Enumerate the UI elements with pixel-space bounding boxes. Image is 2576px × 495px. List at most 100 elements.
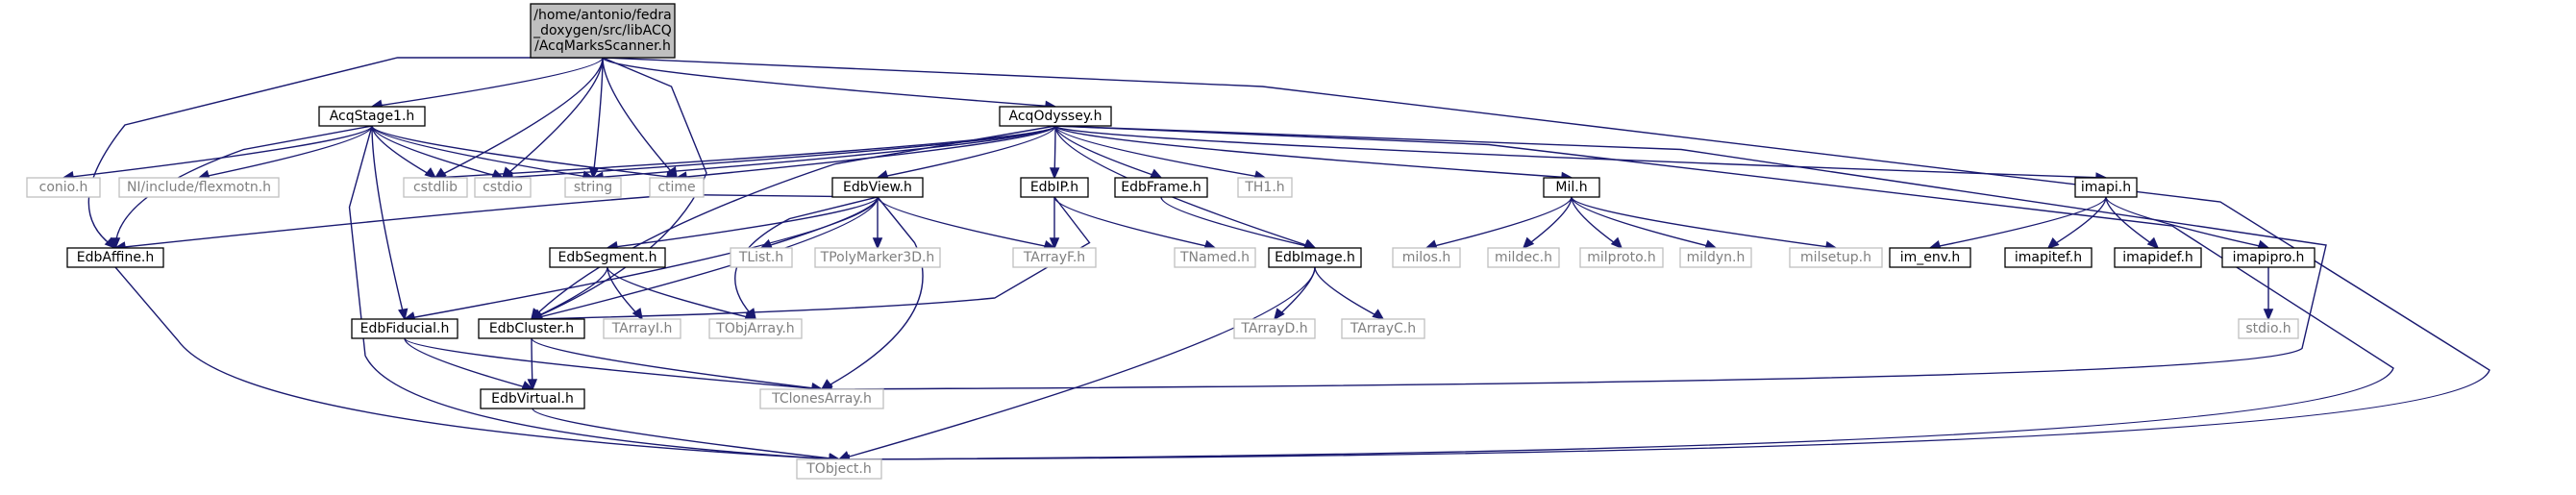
node-edbfiducial[interactable]: EdbFiducial.h bbox=[351, 318, 458, 339]
node-tlist: TList.h bbox=[730, 247, 793, 268]
node-box bbox=[708, 318, 803, 339]
node-label: /home/antonio/fedra bbox=[533, 8, 671, 23]
node-edbip[interactable]: EdbIP.h bbox=[1020, 177, 1089, 198]
edge-line bbox=[2105, 196, 2159, 249]
node-box bbox=[1020, 177, 1089, 198]
edge-root-to-cstdlib bbox=[433, 57, 604, 180]
node-box bbox=[118, 177, 280, 198]
node-box bbox=[1233, 318, 1316, 339]
node-label: stdio.h bbox=[2245, 321, 2291, 336]
edge-line bbox=[592, 57, 604, 179]
edge-line bbox=[1160, 196, 1316, 249]
node-imapi[interactable]: imapi.h bbox=[2074, 177, 2138, 198]
node-label: _doxygen/src/libACQ bbox=[533, 23, 672, 38]
arrowhead bbox=[1372, 309, 1385, 321]
node-box bbox=[478, 318, 585, 339]
node-root[interactable]: /home/antonio/fedra_doxygen/src/libACQ/A… bbox=[530, 3, 676, 59]
node-conio: conio.h bbox=[26, 177, 101, 198]
node-th1: TH1.h bbox=[1237, 177, 1293, 198]
node-edbimage[interactable]: EdbImage.h bbox=[1268, 247, 1362, 268]
edge-line bbox=[531, 57, 707, 320]
node-edbview[interactable]: EdbView.h bbox=[831, 177, 924, 198]
node-acqodyssey[interactable]: AcqOdyssey.h bbox=[999, 106, 1112, 127]
node-box bbox=[796, 458, 882, 480]
node-imapitef[interactable]: imapitef.h bbox=[2004, 247, 2093, 268]
edge-imapi-to-imapitef bbox=[2046, 196, 2107, 250]
node-imapipro[interactable]: imapipro.h bbox=[2221, 247, 2316, 268]
edge-line bbox=[404, 337, 533, 390]
edge-line bbox=[2047, 196, 2107, 249]
edge-line bbox=[502, 125, 1056, 179]
edge-line bbox=[198, 125, 373, 179]
node-label: TList.h bbox=[738, 250, 783, 265]
edge-edbaffine-to-tobject bbox=[114, 266, 841, 464]
edge-root-to-edbaffine bbox=[87, 57, 603, 250]
arrowhead bbox=[2263, 309, 2274, 321]
node-label: AcqStage1.h bbox=[330, 109, 415, 124]
node-label: Mil.h bbox=[1555, 180, 1587, 195]
node-tarrayi: TArrayI.h bbox=[603, 318, 681, 339]
edge-line bbox=[348, 125, 840, 460]
edge-edbimage-to-tarrayd bbox=[1273, 266, 1316, 321]
node-box bbox=[318, 106, 426, 127]
node-label: TArrayF.h bbox=[1023, 250, 1085, 265]
arrowhead bbox=[1150, 168, 1163, 179]
node-label: EdbVirtual.h bbox=[491, 391, 574, 407]
node-label: TArrayC.h bbox=[1350, 321, 1416, 336]
node-box bbox=[759, 388, 884, 409]
node-label: milsetup.h bbox=[1800, 250, 1871, 265]
node-edbaffine[interactable]: EdbAffine.h bbox=[66, 247, 164, 268]
node-milproto: milproto.h bbox=[1579, 247, 1664, 268]
edge-line bbox=[1571, 196, 1837, 249]
node-label: imapitef.h bbox=[2015, 250, 2082, 265]
node-label: TPolyMarker3D.h bbox=[820, 250, 935, 265]
edge-line bbox=[838, 266, 1316, 460]
node-box bbox=[1789, 247, 1883, 268]
edge-line bbox=[114, 266, 840, 460]
edge-line bbox=[1054, 125, 1573, 179]
edge-line bbox=[531, 196, 879, 320]
node-tarrayc: TArrayC.h bbox=[1341, 318, 1425, 339]
arrowhead bbox=[1610, 236, 1623, 250]
node-edbframe[interactable]: EdbFrame.h bbox=[1114, 177, 1208, 198]
edge-line bbox=[607, 266, 756, 320]
node-box bbox=[1579, 247, 1664, 268]
node-imapidef[interactable]: imapidef.h bbox=[2114, 247, 2202, 268]
node-label: milos.h bbox=[1402, 250, 1451, 265]
node-label: AcqOdyssey.h bbox=[1009, 109, 1102, 124]
node-stdio: stdio.h bbox=[2238, 318, 2299, 339]
node-label: string bbox=[574, 180, 612, 195]
node-edbvirtual[interactable]: EdbVirtual.h bbox=[480, 388, 585, 409]
edge-line bbox=[592, 125, 1056, 179]
node-tclonesarray: TClonesArray.h bbox=[759, 388, 884, 409]
node-tpolymarker3d: TPolyMarker3D.h bbox=[814, 247, 941, 268]
node-label: EdbSegment.h bbox=[558, 250, 657, 265]
node-mil[interactable]: Mil.h bbox=[1543, 177, 1600, 198]
node-edbcluster[interactable]: EdbCluster.h bbox=[478, 318, 585, 339]
arrowhead bbox=[110, 237, 121, 250]
node-box bbox=[831, 177, 924, 198]
arrowhead bbox=[820, 379, 833, 391]
edge-mil-to-milos bbox=[1424, 196, 1573, 250]
node-box bbox=[351, 318, 458, 339]
node-acqstage1[interactable]: AcqStage1.h bbox=[318, 106, 426, 127]
edge-line bbox=[1523, 196, 1573, 249]
node-mildec: mildec.h bbox=[1487, 247, 1560, 268]
node-im_env[interactable]: im_env.h bbox=[1889, 247, 1971, 268]
edge-mil-to-mildyn bbox=[1571, 196, 1718, 250]
node-box bbox=[814, 247, 941, 268]
node-box bbox=[2221, 247, 2316, 268]
edge-line bbox=[838, 125, 2394, 460]
edge-line bbox=[62, 125, 373, 179]
edge-edbsegment-to-tarrayi bbox=[607, 266, 644, 321]
edge-line bbox=[1054, 125, 2107, 179]
edge-acqstage1-to-flexmotn bbox=[197, 125, 373, 180]
edge-root-to-string bbox=[588, 57, 604, 180]
node-tobject: TObject.h bbox=[796, 458, 882, 480]
arrowhead bbox=[1049, 167, 1060, 180]
edge-edbview-to-tarrayf bbox=[877, 196, 1056, 251]
node-edbsegment[interactable]: EdbSegment.h bbox=[549, 247, 666, 268]
edge-root-to-acqodyssey bbox=[602, 57, 1057, 111]
edge-line bbox=[531, 125, 1056, 320]
node-box bbox=[1237, 177, 1293, 198]
